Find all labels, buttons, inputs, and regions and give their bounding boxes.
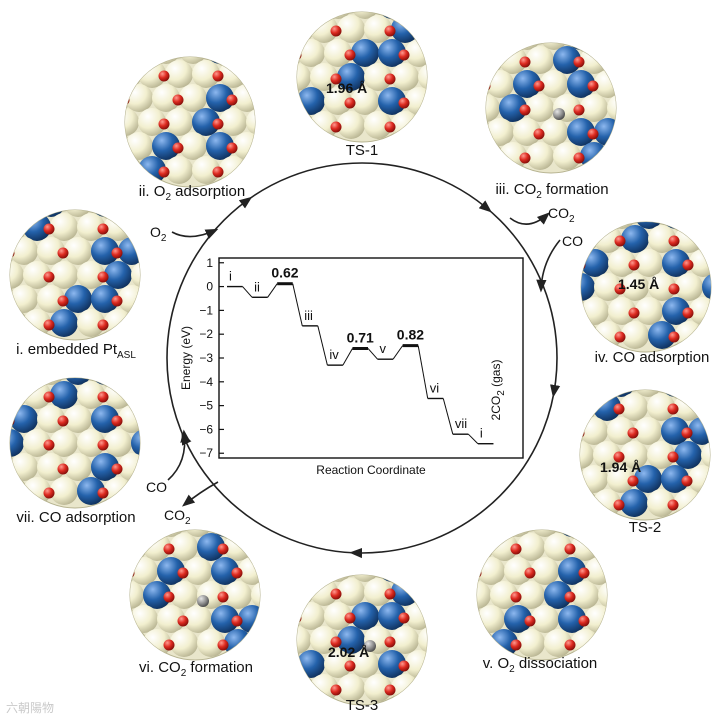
y-tick-label: 1 — [206, 256, 213, 270]
label-vii: vii. CO adsorption — [16, 509, 135, 526]
co-in-right-label: CO — [562, 233, 583, 249]
arrow-upper-right — [478, 200, 492, 213]
disc-iii — [485, 42, 617, 174]
watermark: 六朝陽物 — [6, 701, 54, 715]
y-tick-label: −5 — [199, 399, 213, 413]
disc-ts3 — [296, 574, 428, 706]
co-in-left-arrow — [167, 429, 191, 481]
label-i: i. embedded PtASL — [16, 341, 136, 361]
energy-profile-chart: 10−1−2−3−4−5−6−7 iii0.62iiiiv0.71v0.82vi… — [179, 256, 524, 477]
level-connector — [242, 286, 253, 298]
distance-iv: 1.45 Å — [618, 276, 659, 292]
label-iii: iii. CO2 formation — [495, 181, 608, 201]
level-label: iv — [329, 347, 339, 362]
y-tick-label: −1 — [199, 303, 213, 317]
level-connector — [468, 433, 479, 445]
level-connector — [317, 325, 328, 366]
arrow-upper-left — [238, 196, 253, 209]
distance-ts3: 2.02 Å — [328, 644, 369, 660]
level-label: i — [480, 426, 483, 441]
co-in-left-label: CO — [146, 479, 167, 495]
co-in-right-arrow — [536, 239, 561, 293]
o2-in-arrow — [171, 228, 219, 239]
disc-ts2 — [579, 389, 711, 521]
disc-v — [476, 529, 608, 661]
level-connector — [267, 283, 278, 298]
y-tick-label: −3 — [199, 351, 213, 365]
disc-ii — [124, 56, 256, 188]
level-connector — [292, 283, 303, 326]
distance-ts1: 1.96 Å — [326, 80, 367, 96]
chart-xlabel: Reaction Coordinate — [316, 463, 426, 477]
level-connector — [367, 348, 378, 360]
co2-out-right-label: CO2 — [548, 205, 575, 225]
co2-out-right-arrow — [509, 212, 550, 225]
level-connector — [392, 345, 404, 360]
level-label: 0.82 — [397, 327, 424, 343]
label-ts3: TS-3 — [346, 697, 379, 714]
disc-vi — [129, 529, 261, 661]
chart-gas-label: 2CO2 (gas) — [489, 360, 507, 421]
y-tick-label: −6 — [199, 422, 213, 436]
level-label: i — [229, 269, 232, 284]
level-connector — [342, 348, 353, 366]
disc-vii — [9, 377, 141, 509]
level-label: 0.62 — [271, 265, 298, 281]
chart-ylabel: Energy (eV) — [179, 326, 193, 390]
arrow-right — [550, 384, 561, 398]
label-ts2: TS-2 — [629, 519, 662, 536]
co2-out-left-arrow — [182, 481, 219, 507]
level-connector — [417, 345, 429, 399]
label-ts1: TS-1 — [346, 142, 379, 159]
o2-in-label: O2 — [150, 224, 167, 244]
level-label: ii — [254, 279, 260, 294]
level-label: iii — [304, 308, 313, 323]
disc-ts1 — [296, 11, 428, 143]
distance-ts2: 1.94 Å — [600, 459, 641, 475]
level-label: vi — [430, 380, 440, 395]
level-connector — [442, 398, 454, 435]
y-tick-label: −2 — [199, 327, 213, 341]
level-label: vii — [455, 416, 467, 431]
label-ii: ii. O2 adsorption — [139, 183, 245, 203]
level-label: 0.71 — [347, 329, 374, 345]
label-vi: vi. CO2 formation — [139, 659, 253, 679]
y-tick-label: −4 — [199, 375, 213, 389]
chart-frame — [218, 257, 524, 459]
y-tick-label: 0 — [206, 280, 213, 294]
label-iv: iv. CO adsorption — [595, 349, 710, 366]
disc-i — [9, 209, 141, 341]
y-tick-label: −7 — [199, 446, 213, 460]
label-v: v. O2 dissociation — [483, 655, 598, 675]
level-label: v — [380, 341, 387, 356]
co2-out-left-label: CO2 — [164, 507, 191, 527]
